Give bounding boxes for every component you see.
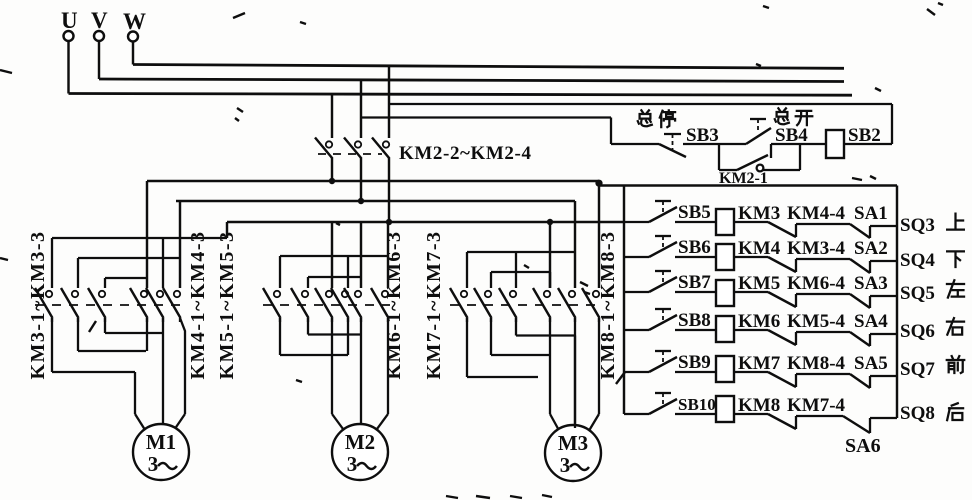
svg-text:SA4: SA4 — [854, 311, 888, 332]
svg-text:SA1: SA1 — [854, 203, 888, 224]
svg-text:KM3-4: KM3-4 — [787, 238, 846, 259]
svg-text:KM8-1~KM8-3: KM8-1~KM8-3 — [597, 230, 619, 379]
svg-text:SA3: SA3 — [854, 273, 888, 294]
svg-text:U: U — [61, 8, 78, 33]
svg-text:SQ8: SQ8 — [900, 403, 935, 424]
svg-text:W: W — [123, 9, 146, 34]
svg-text:SB8: SB8 — [678, 310, 711, 331]
svg-text:SQ5: SQ5 — [900, 283, 935, 304]
svg-text:SB9: SB9 — [678, 352, 711, 373]
svg-text:SB7: SB7 — [678, 272, 711, 293]
svg-text:KM7: KM7 — [738, 353, 781, 374]
svg-text:SQ4: SQ4 — [900, 250, 935, 271]
svg-text:KM4-1~KM4-3: KM4-1~KM4-3 — [187, 230, 209, 379]
svg-text:3: 3 — [560, 453, 571, 477]
svg-text:KM8: KM8 — [738, 395, 780, 416]
svg-text:3: 3 — [347, 452, 358, 476]
svg-text:SQ7: SQ7 — [900, 359, 935, 380]
svg-text:M1: M1 — [146, 430, 176, 454]
svg-text:SB6: SB6 — [678, 237, 711, 258]
svg-text:SA2: SA2 — [854, 238, 888, 259]
svg-text:KM5-4: KM5-4 — [787, 311, 846, 332]
svg-text:KM2-2~KM2-4: KM2-2~KM2-4 — [399, 143, 532, 164]
svg-text:SB5: SB5 — [678, 202, 711, 223]
svg-text:KM4: KM4 — [738, 238, 781, 259]
svg-text:KM8-4: KM8-4 — [787, 353, 846, 374]
svg-text:SA6: SA6 — [845, 435, 881, 457]
svg-text:SA5: SA5 — [854, 353, 888, 374]
svg-text:SB4: SB4 — [775, 125, 808, 146]
svg-text:3: 3 — [148, 452, 159, 476]
svg-text:KM2-1: KM2-1 — [719, 170, 768, 187]
svg-text:KM6: KM6 — [738, 311, 780, 332]
svg-text:M3: M3 — [558, 431, 588, 455]
svg-text:SQ6: SQ6 — [900, 321, 935, 342]
svg-text:V: V — [91, 8, 108, 33]
svg-text:M2: M2 — [345, 430, 375, 454]
svg-text:KM7-1~KM7-3: KM7-1~KM7-3 — [423, 230, 445, 379]
svg-text:KM4-4: KM4-4 — [787, 203, 846, 224]
svg-text:SB10: SB10 — [678, 395, 716, 414]
svg-text:SB2: SB2 — [848, 125, 881, 146]
svg-text:KM3-1~KM3-3: KM3-1~KM3-3 — [27, 230, 49, 379]
svg-text:KM6-4: KM6-4 — [787, 273, 846, 294]
svg-text:KM3: KM3 — [738, 203, 780, 224]
svg-text:KM5-1~KM5-3: KM5-1~KM5-3 — [216, 230, 238, 379]
svg-text:KM6-1~KM6-3: KM6-1~KM6-3 — [383, 230, 405, 379]
svg-text:SB3: SB3 — [686, 125, 719, 146]
svg-text:KM5: KM5 — [738, 273, 780, 294]
svg-text:KM7-4: KM7-4 — [787, 395, 846, 416]
svg-text:SQ3: SQ3 — [900, 215, 935, 236]
